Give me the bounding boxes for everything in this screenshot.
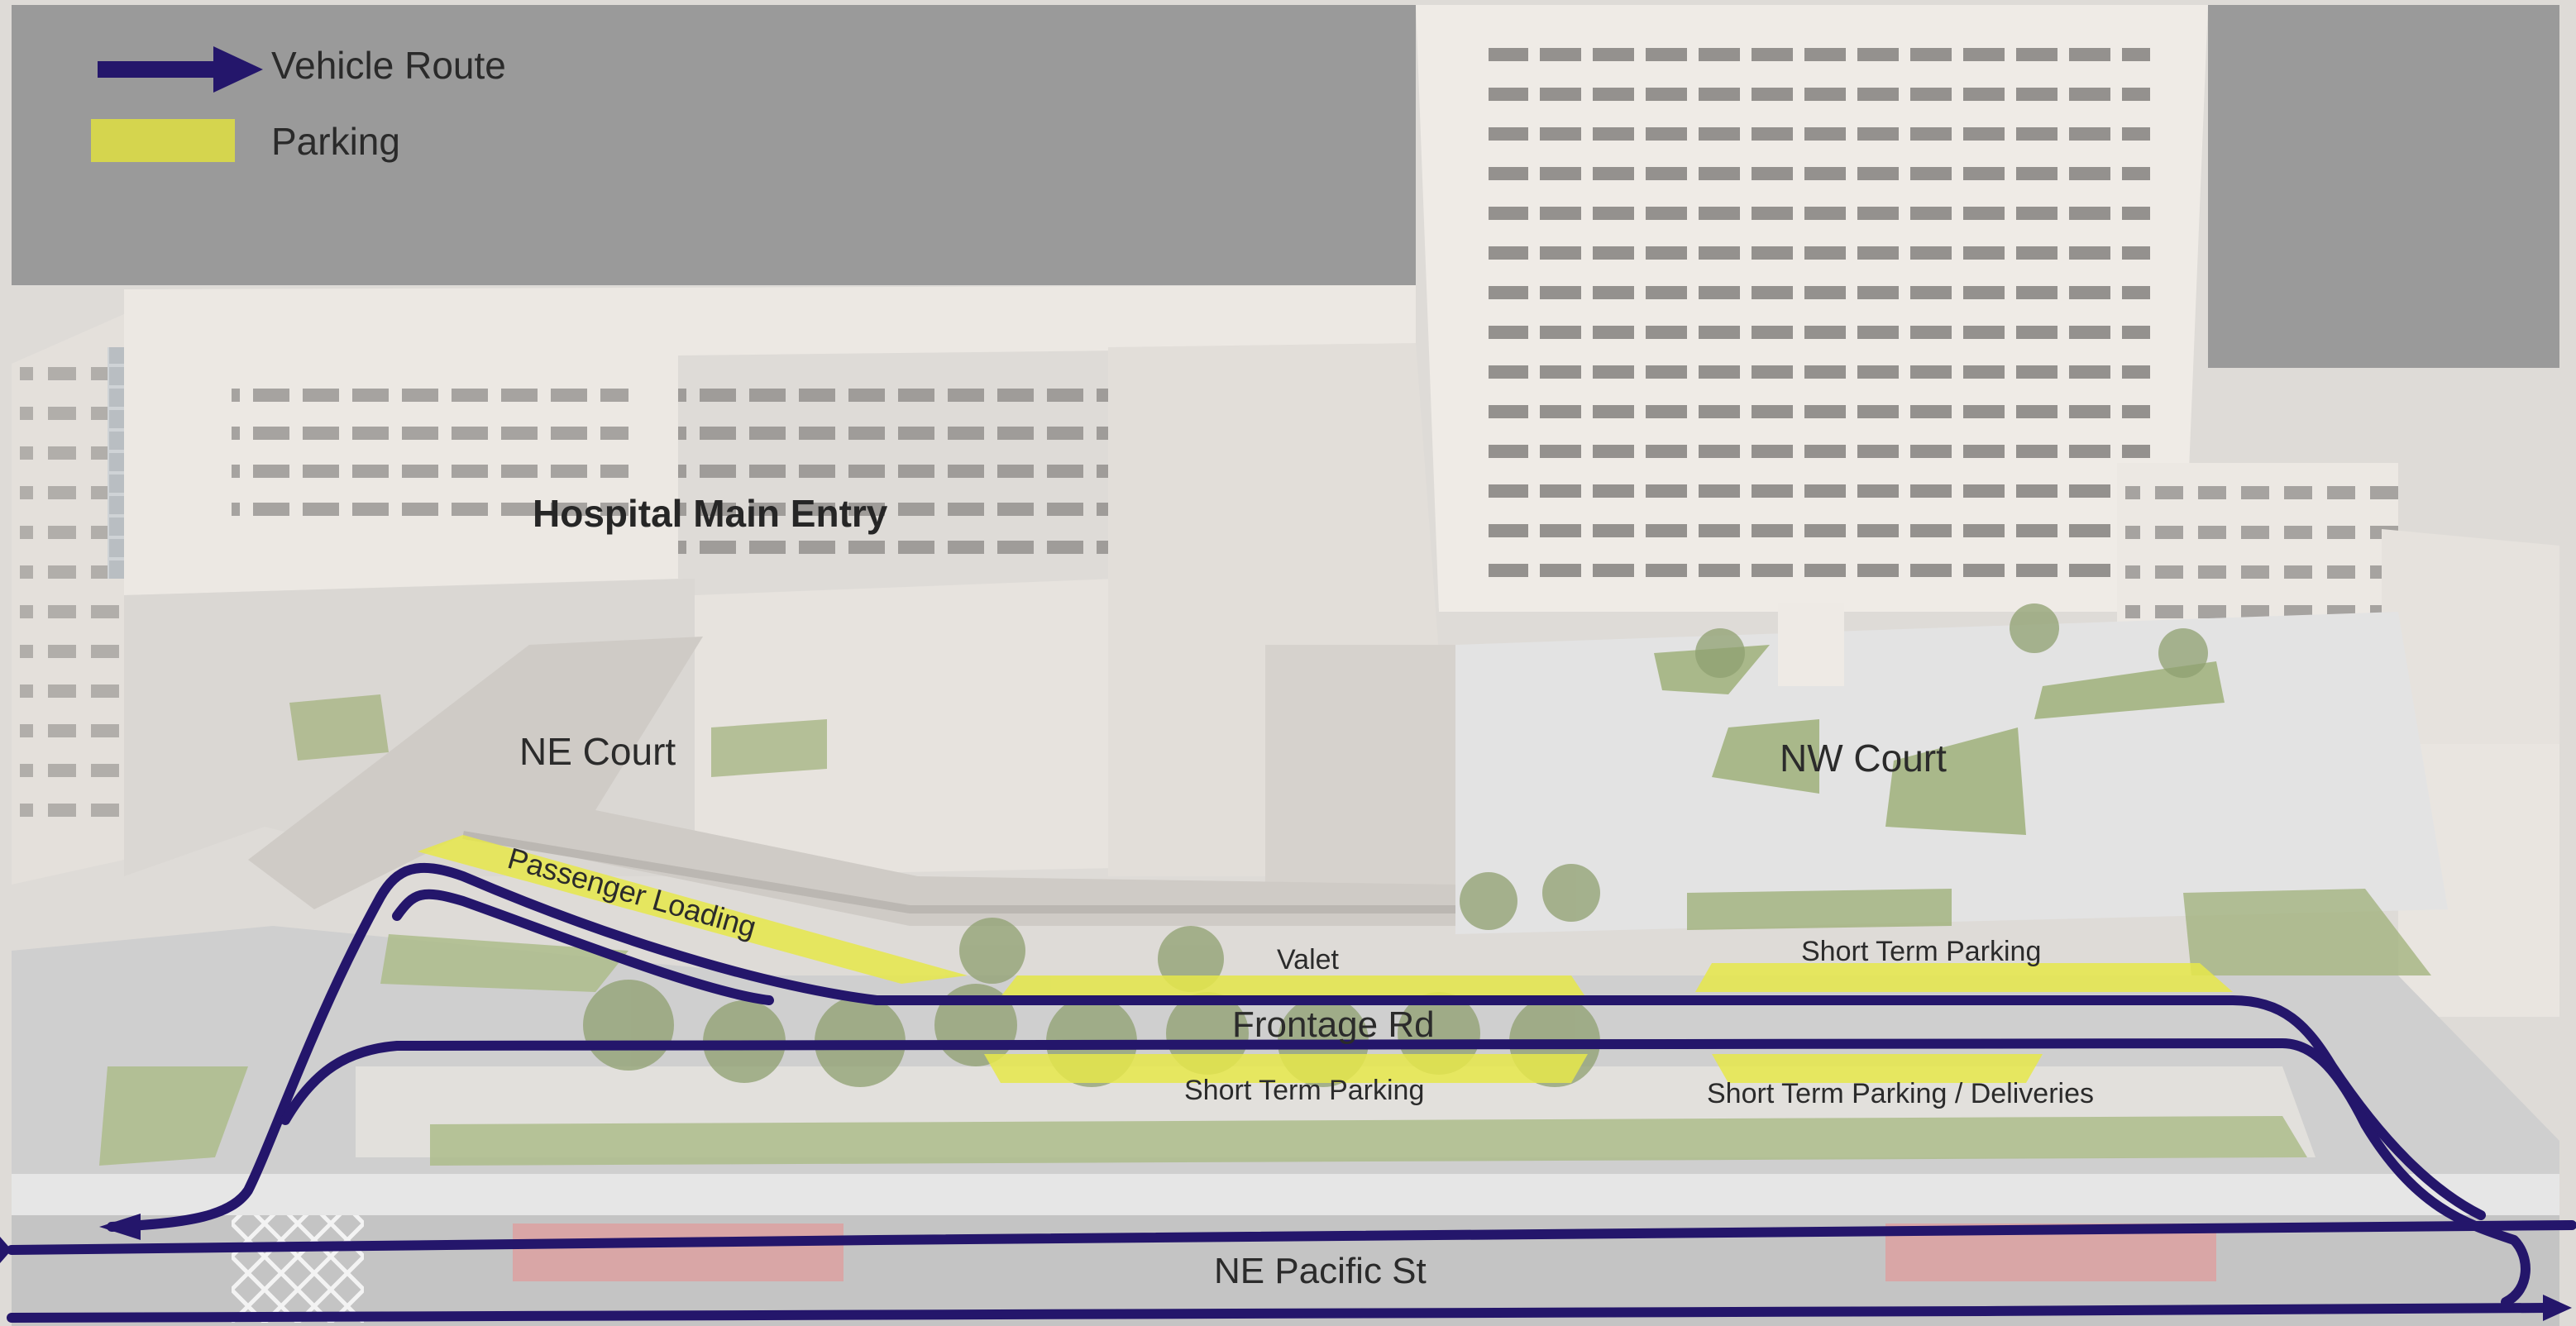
nw-court-garden-6 <box>2183 889 2431 975</box>
nw-court-kiosk <box>1778 603 1844 686</box>
label-nw-court: NW Court <box>1780 737 1947 780</box>
bus-lane-marking-left <box>513 1223 844 1281</box>
sky-backdrop-right <box>2208 5 2559 368</box>
canopy-edge <box>462 831 1455 913</box>
east-building-windows <box>2125 463 2398 628</box>
legend-route-label: Vehicle Route <box>271 44 506 87</box>
label-short-term-parking-bottom: Short Term Parking <box>1184 1075 1425 1106</box>
legend-parking-label: Parking <box>271 120 400 163</box>
label-ne-pacific-st: NE Pacific St <box>1214 1251 1427 1291</box>
sky-backdrop <box>12 5 1416 285</box>
label-frontage-rd: Frontage Rd <box>1232 1004 1435 1045</box>
main-tower-windows <box>1489 33 2150 603</box>
label-short-term-parking-top: Short Term Parking <box>1801 936 2042 967</box>
legend-route-arrow-icon <box>98 46 263 93</box>
median-lawn <box>430 1116 2307 1166</box>
arrowhead-pacific-west <box>0 1237 12 1263</box>
crosswalk-markings <box>232 1215 364 1323</box>
parking-deliveries <box>1712 1054 2043 1083</box>
sidewalk <box>12 1174 2559 1215</box>
entry-pavilion <box>695 579 1116 876</box>
parking-short-term-top <box>1695 963 2233 992</box>
parking-passenger-loading <box>418 835 968 984</box>
vehicle-routes <box>7 862 2576 1323</box>
route-loading-lane <box>392 889 774 1005</box>
label-ne-court: NE Court <box>519 730 676 773</box>
central-windows-right <box>678 389 1125 579</box>
east-block <box>2398 744 2559 1017</box>
route-pacific-westbound <box>7 1220 2576 1255</box>
legend <box>91 46 263 162</box>
nw-court-garden-2 <box>1712 719 1819 794</box>
route-frontage-return <box>280 1038 2531 1307</box>
route-pacific-eastbound <box>7 1303 2552 1323</box>
arrowhead-westbound <box>99 1214 141 1240</box>
legend-parking-swatch <box>91 119 235 162</box>
parking-short-term-bottom <box>984 1054 1588 1083</box>
label-short-term-parking-deliveries: Short Term Parking / Deliveries <box>1707 1078 2094 1109</box>
west-wing-windows <box>20 364 119 827</box>
central-windows-left <box>232 389 628 537</box>
left-lawn <box>99 1066 248 1166</box>
pavilion-shadow <box>1265 645 1455 885</box>
ne-court-garden-1 <box>289 694 389 761</box>
ne-court-garden-2 <box>711 719 827 777</box>
label-valet: Valet <box>1277 944 1339 975</box>
route-arrowheads <box>0 1214 2572 1321</box>
nw-court-garden-5 <box>1687 889 1952 930</box>
nw-court-garden-3 <box>1885 727 2026 835</box>
entry-canopy <box>248 637 1455 926</box>
arrowhead-pacific-east <box>2543 1295 2572 1321</box>
left-lawn-2 <box>380 934 628 992</box>
label-hospital-main-entry: Hospital Main Entry <box>533 492 888 535</box>
